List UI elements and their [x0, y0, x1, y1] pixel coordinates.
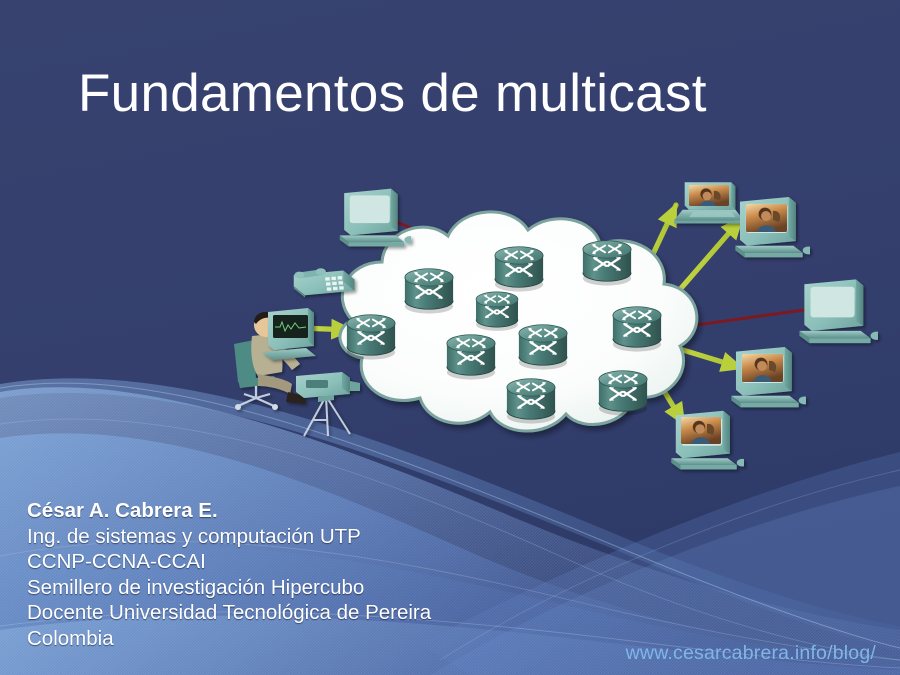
operator-keyboard [262, 348, 316, 360]
router-entry [345, 313, 397, 361]
receiver-pc-right-blank [799, 279, 878, 344]
router-bottom-right [597, 369, 649, 417]
operator-monitor [262, 308, 316, 360]
author-institution: Docente Universidad Tecnológica de Perei… [27, 601, 432, 625]
video-frame [742, 354, 783, 382]
router-center-small [475, 290, 519, 332]
video-frame [681, 417, 721, 444]
router-bottom-center [505, 377, 557, 425]
router-center [517, 323, 569, 371]
video-frame [746, 204, 787, 232]
author-name: César A. Cabrera E. [27, 499, 218, 522]
router-upper-left [403, 267, 455, 315]
receiver-devices [671, 182, 878, 470]
author-degree: Ing. de sistemas y computación UTP [27, 524, 361, 548]
source-video-camera [295, 371, 361, 437]
author-certifications: CCNP-CCNA-CCAI [27, 550, 206, 574]
source-devices [232, 188, 411, 437]
page-title: Fundamentos de multicast [78, 64, 707, 123]
receiver-laptop-bottom [671, 410, 744, 470]
footer-blog-url[interactable]: www.cesarcabrera.info/blog/ [625, 642, 876, 664]
author-country: Colombia [27, 626, 114, 650]
background-waves [0, 378, 900, 675]
router-top-center [493, 245, 545, 293]
receiver-laptop-top [674, 182, 744, 224]
receiver-pc-upper-right [735, 196, 810, 258]
router-mid-left [445, 333, 497, 381]
video-frame [689, 185, 729, 206]
router-right [611, 305, 663, 353]
operator-screen [273, 315, 308, 338]
receiver-pc-lower-right [731, 346, 806, 408]
router-top-right [581, 239, 633, 287]
author-research-group: Semillero de investigación Hipercubo [27, 575, 365, 599]
author-block: César A. Cabrera E. Ing. de sistemas y c… [27, 498, 547, 652]
